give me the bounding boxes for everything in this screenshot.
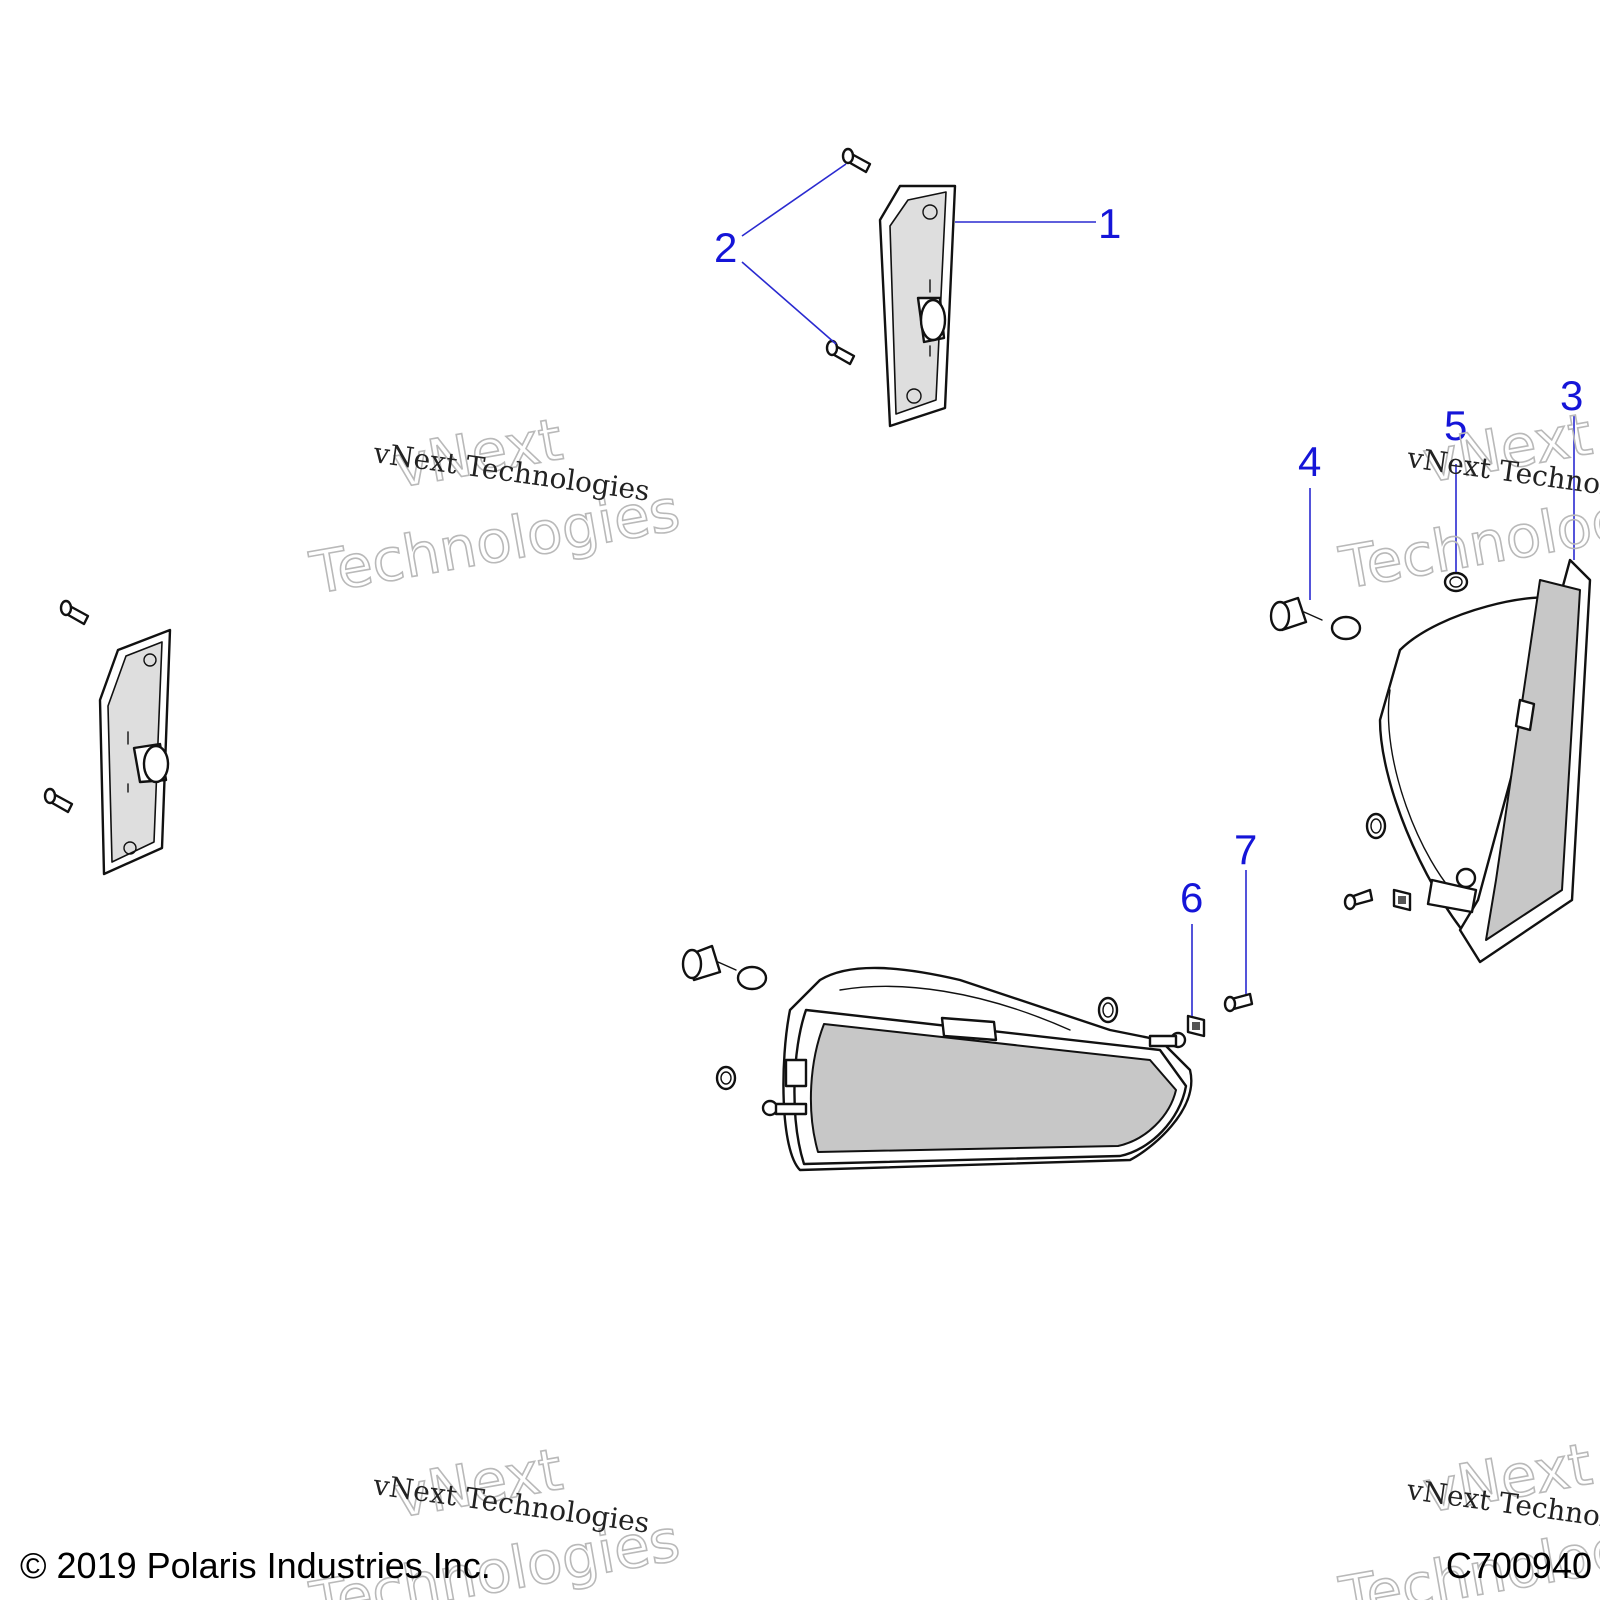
screw-upper-top bbox=[841, 147, 872, 174]
callout-1: 1 bbox=[1098, 200, 1121, 247]
callout-5: 5 bbox=[1444, 402, 1467, 449]
screw-part7-right bbox=[1343, 888, 1374, 911]
marker-lamp-left bbox=[98, 628, 172, 876]
copyright-text: © 2019 Polaris Industries Inc. bbox=[20, 1545, 491, 1586]
o-ring-top bbox=[1443, 571, 1469, 593]
drawing-number: C700940 bbox=[1446, 1545, 1592, 1586]
o-ring-lower-left bbox=[715, 1065, 737, 1091]
leader-lines bbox=[741, 163, 1575, 1016]
callout-3: 3 bbox=[1560, 372, 1583, 419]
screw-upper-bottom bbox=[825, 339, 856, 366]
clip-nut-right bbox=[1392, 888, 1412, 912]
callout-2: 2 bbox=[714, 224, 737, 271]
o-ring-lower-right bbox=[1097, 996, 1119, 1024]
o-ring-right-mid bbox=[1365, 812, 1387, 840]
screw-part7-lower bbox=[1223, 992, 1254, 1013]
headlamp-right bbox=[1378, 558, 1592, 964]
bulb-lower bbox=[681, 944, 768, 991]
callout-4: 4 bbox=[1298, 438, 1321, 485]
callout-6: 6 bbox=[1180, 874, 1203, 921]
clip-nut-lower bbox=[1186, 1014, 1206, 1038]
bulb-right bbox=[1269, 596, 1362, 641]
screw-left-top bbox=[59, 599, 90, 626]
callout-7: 7 bbox=[1234, 826, 1257, 873]
marker-lamp-upper bbox=[878, 184, 957, 428]
screw-left-bottom bbox=[43, 787, 74, 814]
headlamp-lower bbox=[761, 966, 1193, 1172]
